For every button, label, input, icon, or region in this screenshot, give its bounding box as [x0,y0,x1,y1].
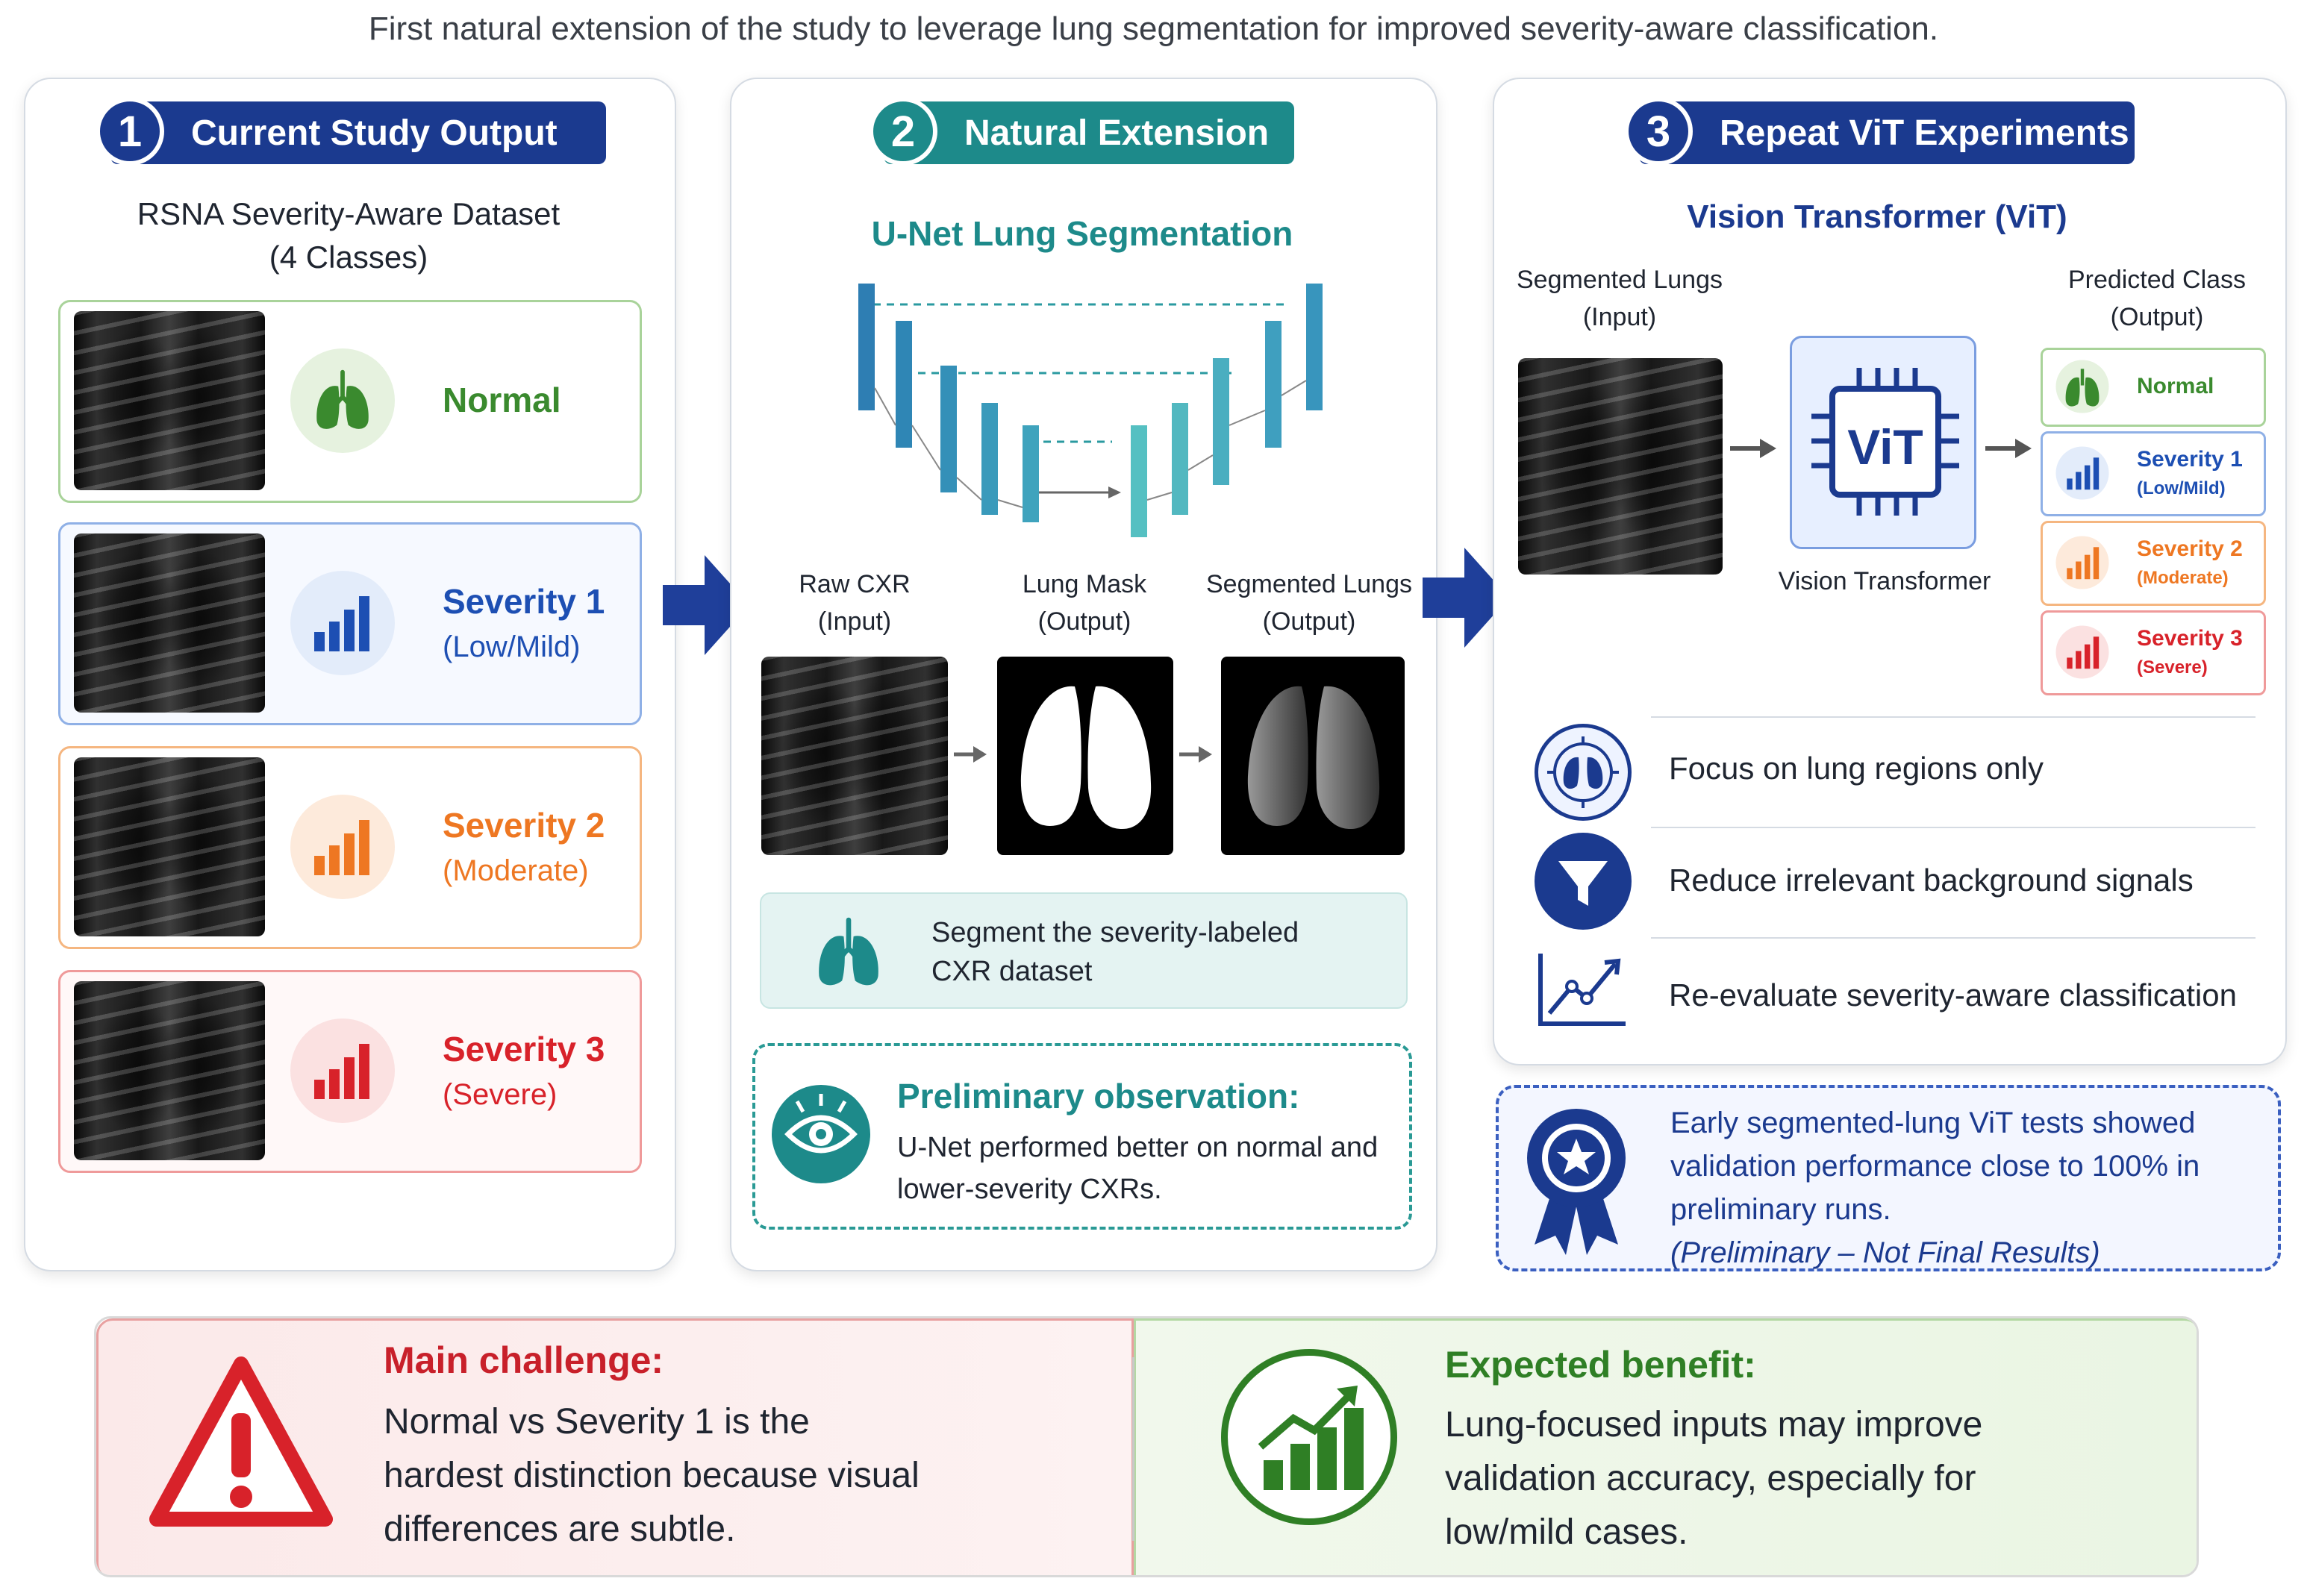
bar-chart-icon [290,1018,395,1123]
vit-input-image [1518,358,1723,575]
xray-image [74,981,265,1160]
segmented-lungs-image [1221,657,1405,855]
vit-chip-label: ViT [1847,419,1923,475]
bar-chart-icon [2055,625,2109,679]
class-card-severity3: Severity 3 (Severe) [58,970,642,1173]
early-results-box: Early segmented-lung ViT tests showed va… [1496,1085,2281,1271]
arrow-icon [1179,746,1212,763]
panel3-header: 3 Repeat ViT Experiments [1624,97,2135,166]
benefit-title: Expected benefit: [1445,1344,1756,1386]
panel2-number: 2 [869,97,937,166]
challenge-text: Normal vs Severity 1 is the hardest dist… [384,1402,920,1549]
observation-box: Preliminary observation: U-Net performed… [752,1043,1412,1230]
lung-mask-image [997,657,1173,855]
predicted-label: Normal [2137,374,2214,398]
figure-caption: First natural extension of the study to … [368,10,1939,47]
lungs-icon [2055,360,2109,413]
vit-output-label: Predicted Class(Output) [2067,266,2247,331]
class-card-severity2: Severity 2 (Moderate) [58,746,642,949]
predicted-label: Severity 2 [2137,536,2243,561]
bar-chart-icon [2055,536,2109,589]
eye-icon [772,1085,870,1183]
predicted-severity1: Severity 1 (Low/Mild) [2041,431,2266,516]
warning-icon [149,1356,333,1527]
preliminary-note: (Preliminary – Not Final Results) [1670,1236,2100,1269]
xray-image [74,757,265,936]
arrow-right-icon [663,555,749,655]
arrow-icon [1985,439,2032,458]
chip-icon [1811,368,1959,516]
class-card-normal: Normal [58,300,642,503]
funnel-icon [1535,833,1632,930]
observation-text: U-Net performed better on normal and low… [897,1132,1379,1205]
growth-chart-icon [1221,1349,1397,1525]
dataset-classes: (4 Classes) [269,240,428,275]
raw-cxr-label: Raw CXR(Input) [799,570,911,636]
predicted-severity2: Severity 2 (Moderate) [2041,521,2266,606]
early-results-text: Early segmented-lung ViT tests showed va… [1670,1101,2200,1274]
vit-chip-box: ViT [1790,336,1976,549]
panel1-title: Current Study Output [191,113,558,153]
dataset-name: RSNA Severity-Aware Dataset [137,196,561,231]
vit-title: Vision Transformer (ViT) [1687,198,2067,235]
trend-chart-icon [1538,954,1626,1026]
predicted-label: Severity 3 [2137,626,2243,651]
panel2-title: Natural Extension [964,113,1270,153]
raw-cxr-image [761,657,948,855]
class-sub-severity3: (Severe) [443,1078,558,1111]
divider [1651,937,2256,939]
predicted-sub: (Severe) [2137,657,2208,677]
banner-divider [1132,1357,1134,1541]
predicted-sub: (Moderate) [2137,568,2229,588]
predicted-label: Severity 1 [2137,447,2243,472]
bar-chart-icon [2055,446,2109,500]
unet-diagram [858,284,1323,537]
predicted-sub: (Low/Mild) [2137,478,2226,498]
panel2-header: 2 Natural Extension [869,97,1294,166]
benefit-text: Lung-focused inputs may improve validati… [1445,1405,1983,1552]
award-badge-icon [1527,1109,1626,1255]
lungs-icon [290,348,395,453]
class-label-normal: Normal [443,381,561,419]
bullet-text: Re-evaluate severity-aware classificatio… [1669,977,2237,1013]
segmented-lungs-label: Segmented Lungs(Output) [1206,570,1412,636]
bar-chart-icon [290,795,395,899]
panel3-number: 3 [1624,97,1693,166]
class-label-severity2: Severity 2 [443,806,605,845]
unet-title: U-Net Lung Segmentation [871,214,1293,253]
arrow-icon [954,746,987,763]
arrow-right-icon [1423,548,1509,648]
vit-caption: Vision Transformer [1778,567,1991,595]
panel3-title: Repeat ViT Experiments [1720,113,2129,153]
vit-input-label: Segmented Lungs(Input) [1517,266,1723,331]
class-label-severity3: Severity 3 [443,1030,605,1068]
panel1-header: 1 Current Study Output [96,97,606,166]
lung-mask-label: Lung Mask(Output) [1022,570,1147,636]
predicted-severity3: Severity 3 (Severe) [2041,610,2266,695]
segment-note-box: Segment the severity-labeled CXR dataset [760,892,1408,1009]
class-label-severity1: Severity 1 [443,582,605,621]
xray-image [74,533,265,713]
class-sub-severity1: (Low/Mild) [443,630,581,663]
dataset-title: RSNA Severity-Aware Dataset (4 Classes) [24,193,673,279]
xray-image [74,311,265,490]
predicted-normal: Normal [2041,348,2266,427]
lungs-icon [819,917,878,986]
segment-note-text: Segment the severity-labeled CXR dataset [931,917,1299,987]
challenge-title: Main challenge: [384,1339,664,1381]
divider [1651,716,2256,718]
bar-chart-icon [290,571,395,675]
lung-focus-icon [1535,724,1632,821]
arrow-icon [1730,439,1776,458]
divider [1651,827,2256,828]
bullet-text: Reduce irrelevant background signals [1669,863,2194,898]
observation-title: Preliminary observation: [897,1077,1300,1115]
bullet-text: Focus on lung regions only [1669,751,2044,786]
panel1-number: 1 [96,97,164,166]
class-sub-severity2: (Moderate) [443,854,589,887]
class-card-severity1: Severity 1 (Low/Mild) [58,522,642,725]
